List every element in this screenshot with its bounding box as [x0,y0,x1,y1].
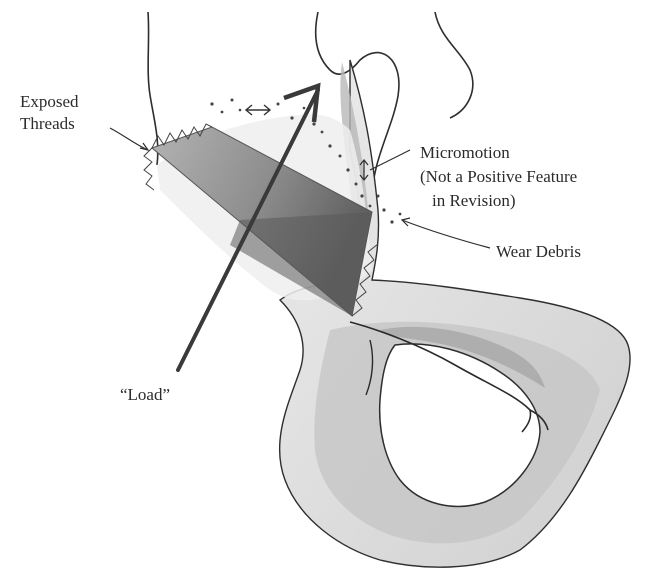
debris-dot [231,99,234,102]
debris-dot [328,144,331,147]
debris-dot [360,194,363,197]
debris-dot [303,107,306,110]
exposed-threads-leader [110,128,148,150]
debris-dot [339,155,342,158]
debris-dot [390,220,393,223]
debris-dot [290,116,293,119]
debris-dot [382,208,385,211]
label-load: “Load” [120,385,170,404]
debris-dot [210,102,213,105]
debris-dot [221,111,224,114]
debris-dot [239,109,242,112]
debris-dot [312,122,315,125]
debris-dot [321,131,324,134]
bone-upper-outline [148,12,158,165]
label-micromotion-3: in Revision) [432,191,516,210]
label-micromotion-1: Micromotion [420,143,510,162]
debris-dot [277,103,280,106]
label-wear-debris: Wear Debris [496,242,581,261]
bone-crest-outline [435,12,473,118]
implant-threads-left [144,148,154,190]
debris-dot [346,168,349,171]
debris-dot [369,205,372,208]
debris-dot [355,183,358,186]
micromotion-leader [370,150,410,170]
micromotion-arrow [246,105,270,115]
wear-debris-leader [402,220,490,248]
label-exposed-threads-1: Exposed [20,92,79,111]
label-micromotion-2: (Not a Positive Feature [420,167,577,186]
label-exposed-threads-2: Threads [20,114,75,133]
debris-dot [399,213,402,216]
debris-dot [377,195,380,198]
